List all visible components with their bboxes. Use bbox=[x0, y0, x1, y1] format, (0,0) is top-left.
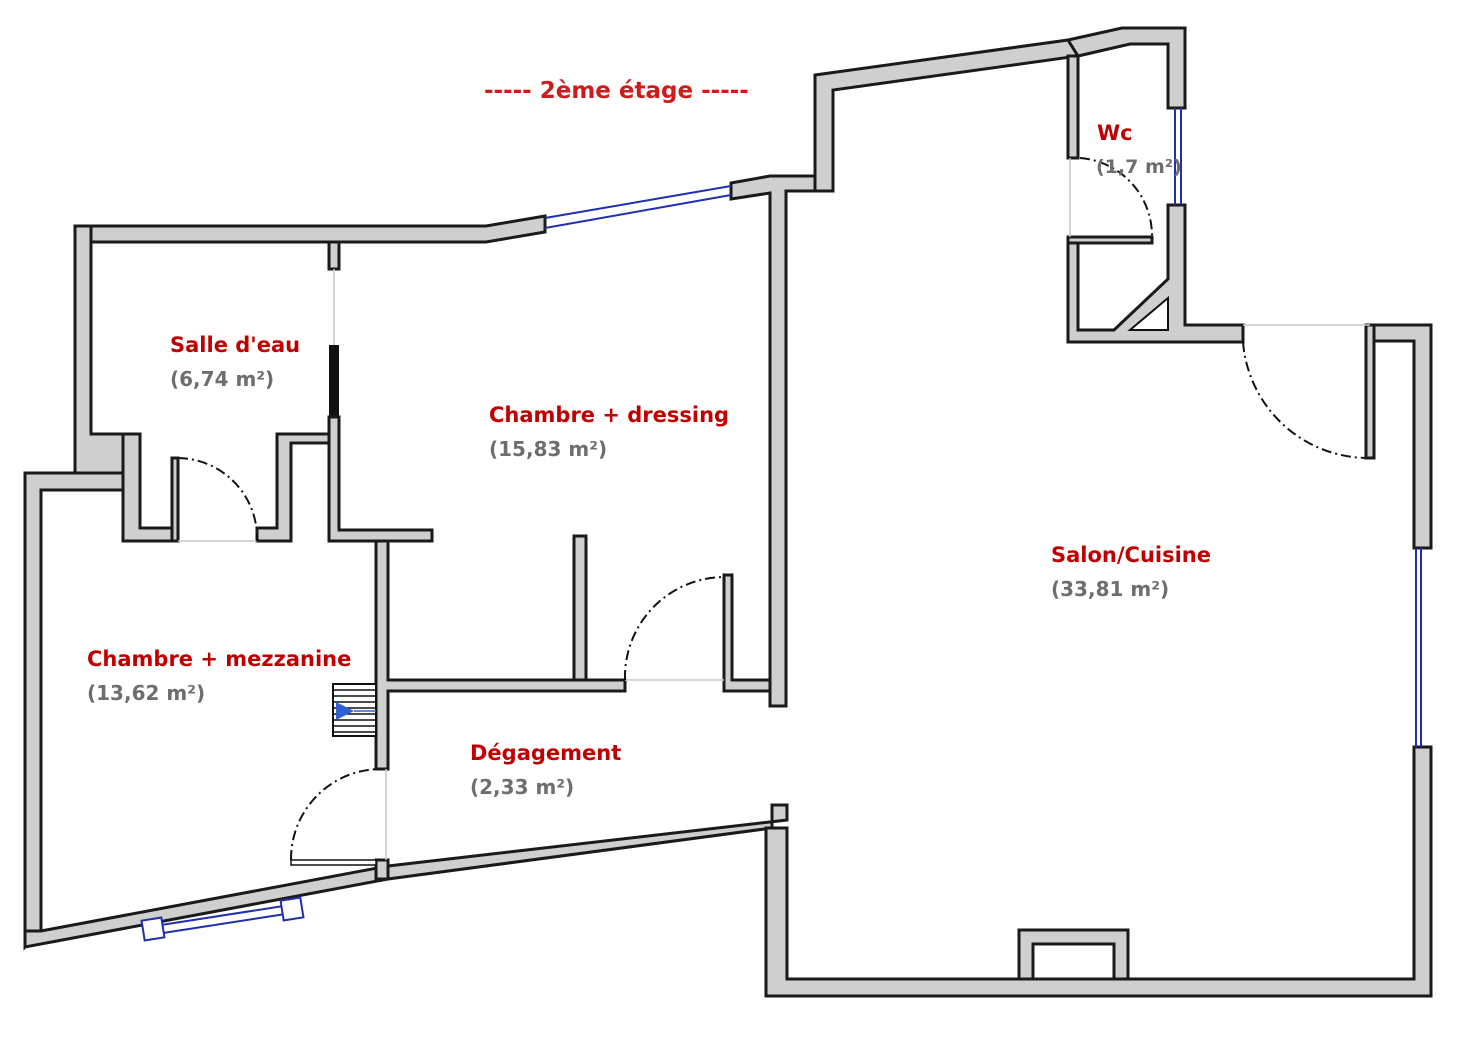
wall-top-middle bbox=[729, 174, 832, 708]
door-swing-wc bbox=[1079, 157, 1154, 238]
room-area-chambre-mezzanine: (13,62 m²) bbox=[87, 681, 205, 705]
window-frame-right bbox=[279, 896, 305, 922]
wall-top-salon bbox=[813, 38, 1080, 193]
wc-duct bbox=[1127, 295, 1169, 331]
openings bbox=[178, 158, 1370, 860]
wall-step bbox=[23, 471, 125, 951]
wall-corridor-bottom-jamb bbox=[374, 858, 390, 881]
door-swings bbox=[177, 157, 1367, 861]
wall-top-left bbox=[75, 214, 547, 244]
wall-partition-lower bbox=[327, 415, 434, 543]
room-area-wc: (1,7 m²) bbox=[1096, 156, 1182, 178]
wall-salle-left bbox=[73, 224, 125, 475]
room-name-salon-cuisine: Salon/Cuisine bbox=[1051, 543, 1211, 567]
stair-arrow-icon bbox=[336, 702, 354, 720]
wall-wc-left-upper bbox=[1066, 54, 1080, 160]
room-name-chambre-dressing: Chambre + dressing bbox=[489, 403, 729, 427]
wall-door-jamb-salle bbox=[170, 456, 180, 543]
room-name-degagement: Dégagement bbox=[470, 741, 621, 765]
room-area-chambre-dressing: (15,83 m²) bbox=[489, 437, 607, 461]
wall-dressing-divider bbox=[572, 534, 588, 682]
wall-right-door-jamb bbox=[1364, 323, 1376, 460]
wall-partition-upper bbox=[327, 240, 341, 271]
floor-title: ----- 2ème étage ----- bbox=[484, 78, 749, 104]
wall-right-salon-upper bbox=[1368, 323, 1433, 550]
room-name-chambre-mezzanine: Chambre + mezzanine bbox=[87, 647, 351, 671]
room-area-degagement: (2,33 m²) bbox=[470, 775, 574, 799]
wall-salle-bottom-left bbox=[121, 432, 180, 543]
wall-corridor-vertical bbox=[374, 539, 627, 771]
sliding-door bbox=[329, 345, 339, 417]
window-frame-left bbox=[140, 916, 166, 942]
door-swing-corridor bbox=[289, 768, 381, 861]
windows bbox=[140, 108, 1422, 942]
door-swing-entrance bbox=[1242, 341, 1367, 459]
wall-bottom-diagonal bbox=[23, 803, 789, 949]
room-name-salle-deau: Salle d'eau bbox=[170, 333, 300, 357]
wall-salle-bottom-mid bbox=[255, 432, 332, 543]
door-swing-salle bbox=[177, 457, 259, 542]
wall-top-wc bbox=[1065, 26, 1187, 110]
room-area-salle-deau: (6,74 m²) bbox=[170, 367, 274, 391]
room-name-wc: Wc bbox=[1097, 121, 1133, 145]
wall-bottom-niche bbox=[1017, 928, 1130, 981]
wall-right-salon-lower bbox=[764, 745, 1433, 998]
walls bbox=[23, 26, 1433, 998]
door-leaf-corridor bbox=[290, 859, 377, 866]
wall-wc-shelf bbox=[1066, 235, 1154, 245]
door-swing-dressing bbox=[623, 576, 725, 681]
wall-dressing-door-jamb bbox=[722, 573, 772, 693]
room-area-salon-cuisine: (33,81 m²) bbox=[1051, 577, 1169, 601]
